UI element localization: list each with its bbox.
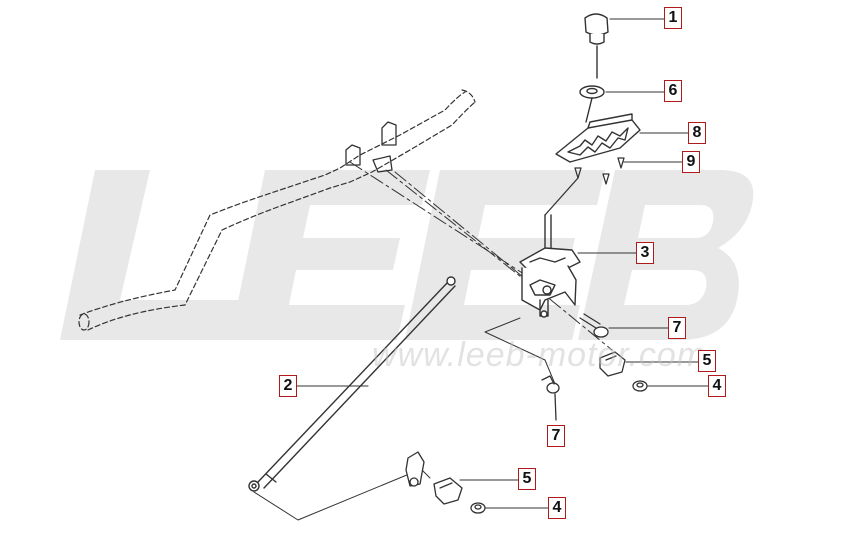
shift-rod [248,276,456,492]
callout-1: 1 [664,7,682,29]
callout-7-lower: 7 [547,425,565,447]
leeb-watermark-logo [60,170,754,340]
callout-8: 8 [688,122,706,144]
leader-lines [296,18,709,509]
callout-4-lower: 4 [548,497,566,519]
callout-3: 3 [636,242,654,264]
callout-5-upper: 5 [698,350,716,372]
callout-9: 9 [682,151,700,173]
axis-lines [349,161,613,351]
lower-joint [405,451,425,487]
shift-lever-assembly [519,214,581,318]
callout-7-upper: 7 [668,317,686,339]
bolt-lower [541,375,560,421]
washer [579,85,605,123]
nut-lower [470,502,486,514]
callout-6: 6 [664,80,682,102]
shift-knob [584,13,609,79]
callout-4-upper: 4 [708,375,726,397]
frame-tube-dashed [78,89,476,331]
frame-clamps [345,121,397,173]
lower-linkage-lines [253,457,431,521]
shift-gate-plate [555,113,641,163]
screws [544,157,625,216]
bolt-upper [579,313,609,338]
site-watermark: www.leeb-motor.com [372,336,707,374]
clamp-upper [599,351,626,377]
nut-upper [632,380,648,392]
callout-2: 2 [279,375,297,397]
guide-lines [484,317,556,385]
callout-5-lower: 5 [518,468,536,490]
clamp-lower [433,477,463,505]
